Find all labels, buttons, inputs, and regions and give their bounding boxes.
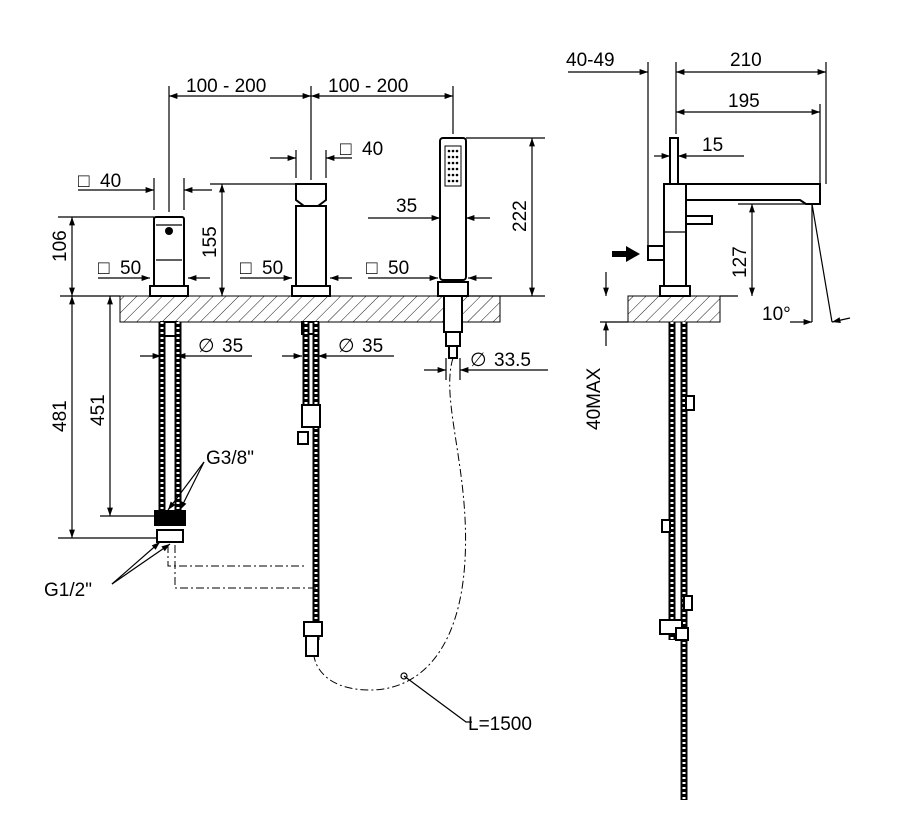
mixer-handle-shank — [154, 321, 186, 543]
label-h222: 222 — [510, 200, 531, 232]
outlet-arrow-icon — [612, 246, 640, 262]
square-symbol-icon: □ — [98, 258, 110, 279]
label-g1-2: G1/2" — [44, 580, 92, 601]
label-side-15: 15 — [702, 135, 723, 156]
hand-shower-hose — [313, 357, 467, 691]
side-view-shank — [659, 322, 695, 800]
label-side-40max: 40MAX — [584, 367, 605, 430]
label-h155: 155 — [200, 226, 221, 258]
spout-body — [291, 183, 331, 297]
label-side-127: 127 — [730, 246, 751, 278]
diameter-symbol-icon: ∅ — [470, 350, 487, 371]
label-h451: 451 — [88, 394, 109, 426]
label-side-210: 210 — [730, 50, 762, 71]
hand-shower-shank — [443, 295, 463, 359]
diameter-symbol-icon: ∅ — [338, 336, 355, 357]
side-view-body — [647, 137, 821, 297]
spout-shank — [297, 321, 323, 657]
label-hose-length: L=1500 — [468, 714, 532, 735]
mixer-connection-line-2 — [167, 545, 306, 567]
label-dia35-mid: 35 — [362, 336, 383, 357]
label-g3-8: G3/8" — [206, 448, 254, 469]
label-spacing-left: 100 - 200 — [186, 76, 266, 97]
label-sq40-mid: 40 — [362, 139, 383, 160]
label-sq50-right: 50 — [388, 258, 409, 279]
countertop-front — [119, 295, 501, 323]
label-side-195: 195 — [728, 91, 760, 112]
dimension-lines — [58, 62, 851, 585]
square-symbol-icon: □ — [366, 258, 378, 279]
label-dia35-left: 35 — [222, 336, 243, 357]
hand-shower-body — [437, 137, 469, 297]
mixer-connection-line — [174, 545, 318, 589]
label-w35: 35 — [396, 196, 417, 217]
label-angle-10: 10° — [762, 304, 791, 325]
label-h106: 106 — [50, 230, 71, 262]
handle-dot-icon — [165, 227, 173, 235]
dimension-labels: 100 - 200 100 - 200 □ 40 □ 40 106 155 22… — [44, 50, 791, 735]
label-side-40-49: 40-49 — [566, 50, 615, 71]
label-h481: 481 — [50, 400, 71, 432]
label-dia33-5: 33.5 — [494, 350, 531, 371]
label-sq50-left: 50 — [120, 258, 141, 279]
hose-callout-leader — [403, 675, 472, 723]
diameter-symbol-icon: ∅ — [198, 336, 215, 357]
square-symbol-icon: □ — [78, 171, 90, 192]
countertop-side — [627, 295, 721, 323]
label-sq40-left: 40 — [100, 171, 121, 192]
square-symbol-icon: □ — [340, 139, 352, 160]
label-spacing-right: 100 - 200 — [328, 76, 408, 97]
label-sq50-mid: 50 — [262, 258, 283, 279]
mixer-handle-body — [149, 216, 189, 297]
square-symbol-icon: □ — [240, 258, 252, 279]
